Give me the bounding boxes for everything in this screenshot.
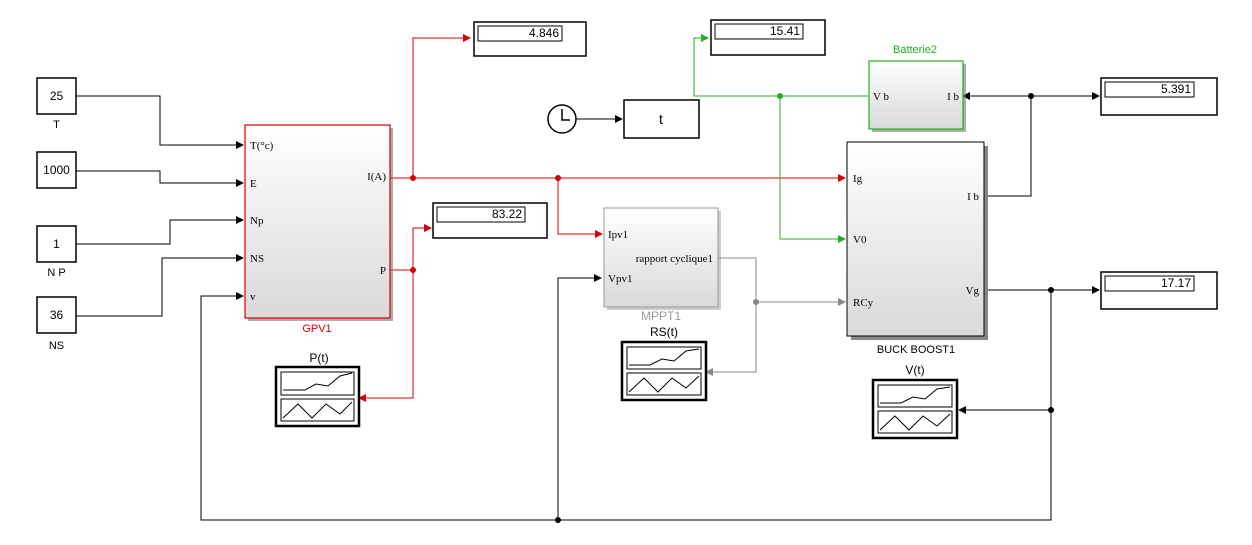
scope-rs-trace-icon	[629, 348, 700, 366]
scope-rs-title: RS(t)	[650, 325, 678, 339]
scope-p-title: P(t)	[309, 351, 328, 365]
constant-t-label: T	[53, 119, 60, 131]
constant-e-value: 1000	[43, 163, 70, 177]
red-signal-lines	[358, 34, 846, 402]
mppt1-block[interactable]: Ipv1 Vpv1 rapport cyclique1 MPPT1	[603, 207, 721, 323]
batterie2-port-vb: V b	[873, 91, 889, 103]
display-power[interactable]: 83.22	[432, 202, 548, 239]
gpv1-block[interactable]: T(°c) E Np NS v I(A) P GPV1	[244, 124, 393, 335]
gpv1-port-temp: T(°c)	[250, 140, 274, 152]
display-battery[interactable]: 15.41	[710, 19, 826, 56]
scope-v-trace-icon	[880, 386, 951, 404]
display-power-value: 83.22	[492, 207, 522, 221]
constant-np-block[interactable]: 1 N P	[36, 225, 77, 279]
constant-t-value: 25	[50, 89, 64, 103]
display-battery-value: 15.41	[770, 24, 800, 38]
constant-np-label: N P	[47, 267, 65, 279]
gpv1-port-i: I(A)	[367, 171, 386, 183]
green-signal-lines	[693, 34, 868, 243]
gpv1-port-e: E	[250, 178, 257, 190]
constant-e-block[interactable]: 1000	[36, 151, 77, 189]
batterie2-block[interactable]: Batterie2 V b I b	[868, 44, 966, 132]
gray-signal-lines	[705, 257, 846, 376]
to-workspace-t-label: t	[659, 111, 663, 127]
red-junctions	[410, 175, 561, 273]
buck-port-v0: V0	[853, 234, 867, 246]
display-vg[interactable]: 17.17	[1100, 271, 1218, 310]
mppt1-port-ipv: Ipv1	[608, 229, 628, 241]
display-current-value: 4.846	[529, 26, 559, 40]
display-ib-value: 5.391	[1161, 82, 1191, 96]
gpv1-name: GPV1	[302, 323, 331, 335]
buck-port-ib: I b	[967, 191, 979, 203]
black-signal-lines	[76, 92, 1100, 521]
gpv1-port-p: P	[380, 265, 386, 277]
batterie2-port-ib: I b	[947, 91, 959, 103]
buck-port-rcy: RCy	[853, 297, 874, 309]
mppt1-name: MPPT1	[641, 309, 681, 323]
constant-ns-block[interactable]: 36 NS	[36, 296, 77, 352]
scope-p[interactable]: P(t)	[274, 351, 361, 428]
display-current[interactable]: 4.846	[473, 21, 587, 57]
black-junctions	[555, 93, 1054, 523]
scope-p-trace-icon	[283, 372, 353, 391]
scope-v-title: V(t)	[905, 363, 924, 377]
buck-port-vg: Vg	[966, 285, 980, 297]
buck-boost1-block[interactable]: Ig V0 RCy I b Vg BUCK BOOST1	[846, 141, 988, 356]
buck-port-ig: Ig	[853, 173, 863, 185]
display-vg-value: 17.17	[1161, 276, 1191, 290]
mppt1-port-vpv: Vpv1	[608, 273, 632, 285]
gray-junction	[753, 299, 759, 305]
gpv1-port-np: Np	[250, 215, 264, 227]
constant-ns-label: NS	[49, 340, 64, 352]
mppt1-port-out: rapport cyclique1	[636, 253, 713, 265]
scope-v[interactable]: V(t)	[871, 363, 959, 440]
buck-boost1-name: BUCK BOOST1	[877, 344, 955, 356]
scope-rs[interactable]: RS(t)	[620, 325, 708, 402]
to-workspace-t[interactable]: t	[623, 99, 700, 139]
constant-t-block[interactable]: 25 T	[36, 77, 77, 131]
constant-np-value: 1	[53, 237, 60, 251]
display-ib[interactable]: 5.391	[1100, 77, 1218, 116]
gpv1-port-ns: NS	[250, 253, 264, 265]
batterie2-name: Batterie2	[893, 44, 937, 56]
green-junction	[777, 93, 783, 99]
gpv1-port-v: v	[250, 291, 256, 303]
clock-block[interactable]	[547, 104, 577, 134]
constant-ns-value: 36	[50, 308, 64, 322]
